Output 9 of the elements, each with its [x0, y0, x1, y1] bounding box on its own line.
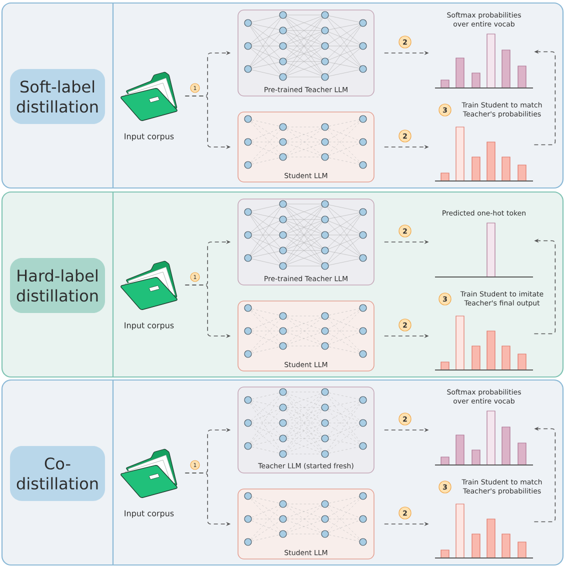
- title-pill: Hard-label distillation: [10, 258, 105, 313]
- title-pill: Soft-label distillation: [10, 69, 105, 124]
- node-label: Input corpus: [124, 133, 174, 141]
- bar-chart: [434, 126, 534, 182]
- bar-chart: [434, 504, 534, 558]
- bar-chart: [434, 316, 534, 370]
- node-label: Input corpus: [124, 322, 174, 330]
- title-pill: Co- distillation: [10, 446, 105, 501]
- node-label: Input corpus: [124, 510, 174, 518]
